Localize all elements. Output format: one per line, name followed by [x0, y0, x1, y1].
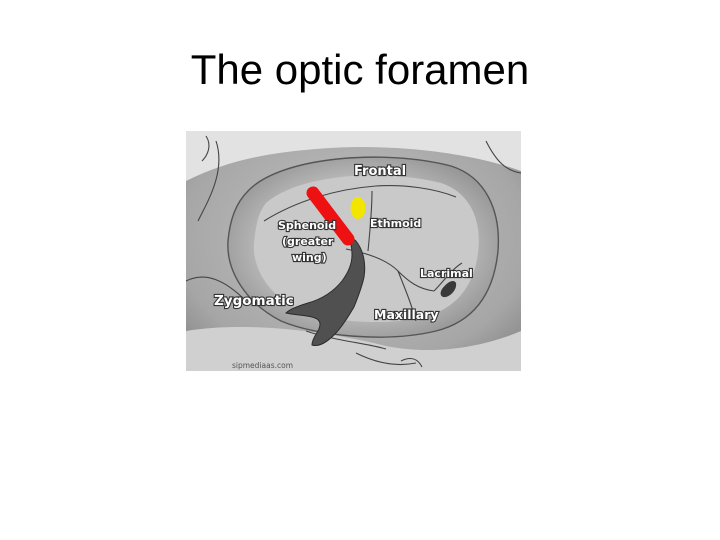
orbit-inner [253, 175, 479, 323]
lacrimal-fossa [440, 281, 457, 298]
label-zygomatic: Zygomatic [214, 293, 294, 309]
inferior-orbital-fissure [285, 232, 366, 346]
label-frontal: Frontal [354, 164, 406, 179]
label-sphenoid-line3: wing) [292, 251, 327, 264]
slide-title: The optic foramen [190, 46, 530, 93]
brow-ridge [186, 131, 521, 181]
optic-canal-red-marker [306, 186, 355, 246]
orbit-diagram: Frontal Ethmoid Sphenoid (greater wing) … [186, 131, 521, 371]
watermark: sipmediaas.com [232, 361, 293, 370]
label-sphenoid-line1: Sphenoid [278, 219, 336, 232]
cheek-area [186, 326, 521, 371]
optic-foramen-yellow-marker [350, 197, 366, 219]
label-lacrimal: Lacrimal [420, 267, 473, 280]
label-sphenoid-line2: (greater [282, 235, 334, 248]
orbit-illustration: Frontal Ethmoid Sphenoid (greater wing) … [186, 131, 521, 371]
label-ethmoid: Ethmoid [370, 217, 421, 230]
suture-lines [186, 135, 521, 368]
label-maxillary: Maxillary [374, 307, 439, 322]
